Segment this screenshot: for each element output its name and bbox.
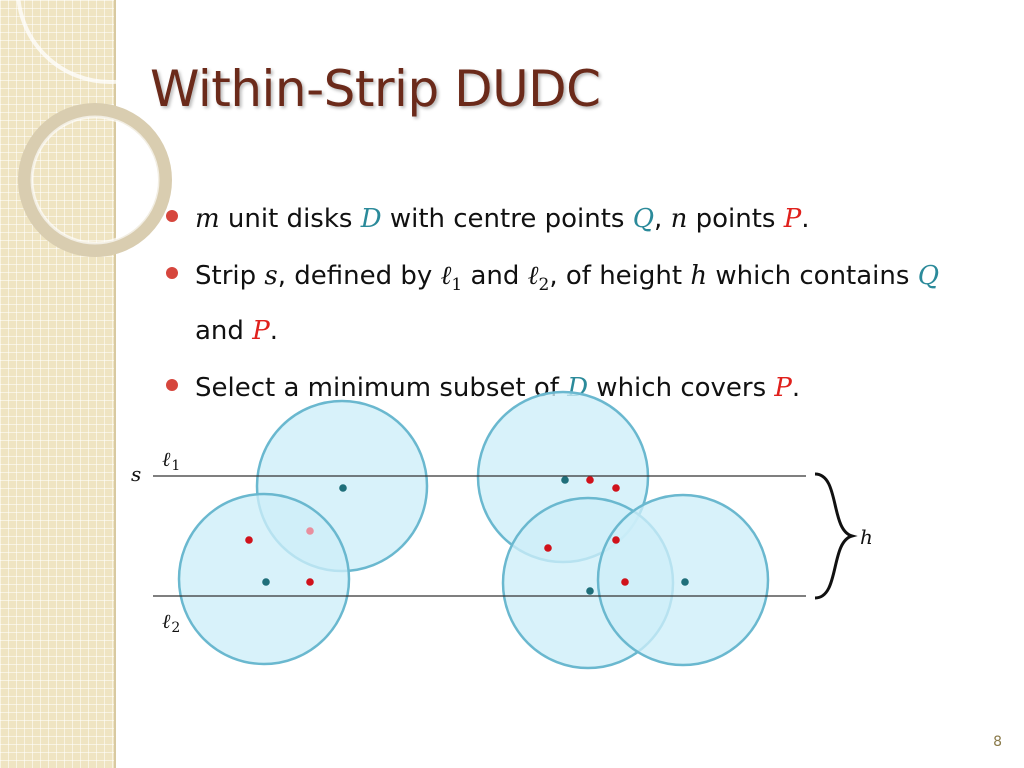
point-p — [621, 578, 629, 586]
ell-symbol: ℓ — [162, 609, 171, 633]
text: , defined by — [277, 261, 441, 291]
slide-title: Within-Strip DUDC — [150, 60, 601, 118]
text: and — [462, 261, 528, 291]
points-P — [245, 476, 629, 586]
math-P: P — [252, 316, 270, 347]
math-D: D — [360, 204, 382, 234]
subscript: 2 — [538, 275, 550, 296]
center-point — [339, 484, 347, 492]
math-m: m — [195, 204, 220, 234]
math-Q: Q — [917, 261, 940, 291]
text: which contains — [707, 261, 918, 291]
height-label-h: h — [860, 525, 873, 549]
decorative-rings — [16, 0, 200, 257]
center-points-Q — [262, 476, 689, 595]
bullet-item-select: Select a minimum subset of D which cover… — [166, 365, 946, 411]
math-l2: ℓ2 — [527, 261, 550, 295]
text: points — [687, 204, 784, 234]
bullet-item-disks: m unit disks D with centre points Q, n p… — [166, 196, 946, 242]
ell-symbol: ℓ — [527, 261, 539, 291]
subscript: 1 — [171, 458, 180, 474]
point-p — [544, 544, 552, 552]
text: . — [269, 316, 278, 347]
text: with centre points — [381, 204, 633, 234]
height-brace-icon — [814, 472, 858, 600]
point-p — [612, 536, 620, 544]
math-h: h — [690, 261, 708, 291]
math-l1: ℓ1 — [440, 261, 463, 295]
center-point — [681, 578, 689, 586]
text: Select a minimum subset of — [195, 373, 568, 404]
line-label-l2: ℓ2 — [162, 609, 180, 636]
text: , of height — [549, 261, 691, 291]
page-number: 8 — [993, 734, 1002, 750]
math-P: P — [783, 204, 802, 234]
text: . — [791, 373, 801, 404]
ell-symbol: ℓ — [162, 447, 171, 471]
text: . — [801, 204, 810, 234]
text: which covers — [588, 373, 775, 404]
math-s: s — [264, 261, 278, 291]
unit-disks — [177, 390, 770, 670]
text: and — [195, 316, 253, 347]
subscript: 1 — [451, 275, 463, 296]
bullet-dot-icon — [166, 379, 178, 392]
decorative-ring-bottom-highlight — [30, 115, 160, 245]
text: Strip — [195, 261, 265, 291]
center-point — [262, 578, 270, 586]
bullet-list: m unit disks D with centre points Q, n p… — [166, 196, 946, 422]
text: , — [654, 204, 671, 234]
point-p — [586, 476, 594, 484]
bullet-dot-icon — [166, 210, 178, 222]
bullet-dot-icon — [166, 267, 178, 279]
subscript: 2 — [171, 620, 180, 636]
ell-symbol: ℓ — [440, 261, 452, 291]
text: unit disks — [219, 204, 361, 234]
point-p — [306, 527, 314, 535]
decorative-ring-top — [16, 0, 200, 84]
point-p — [245, 536, 253, 544]
math-n: n — [670, 204, 688, 234]
sidebar-edge — [114, 0, 116, 768]
decorative-ring-bottom — [18, 103, 172, 257]
bullet-item-strip: Strip s, defined by ℓ1 and ℓ2, of height… — [166, 253, 946, 354]
point-p — [306, 578, 314, 586]
center-point — [561, 476, 569, 484]
line-label-l1: ℓ1 — [162, 447, 180, 474]
point-p — [612, 484, 620, 492]
center-point — [586, 587, 594, 595]
math-Q: Q — [632, 204, 655, 234]
strip-label-s: s — [131, 462, 141, 486]
math-P: P — [774, 373, 792, 404]
